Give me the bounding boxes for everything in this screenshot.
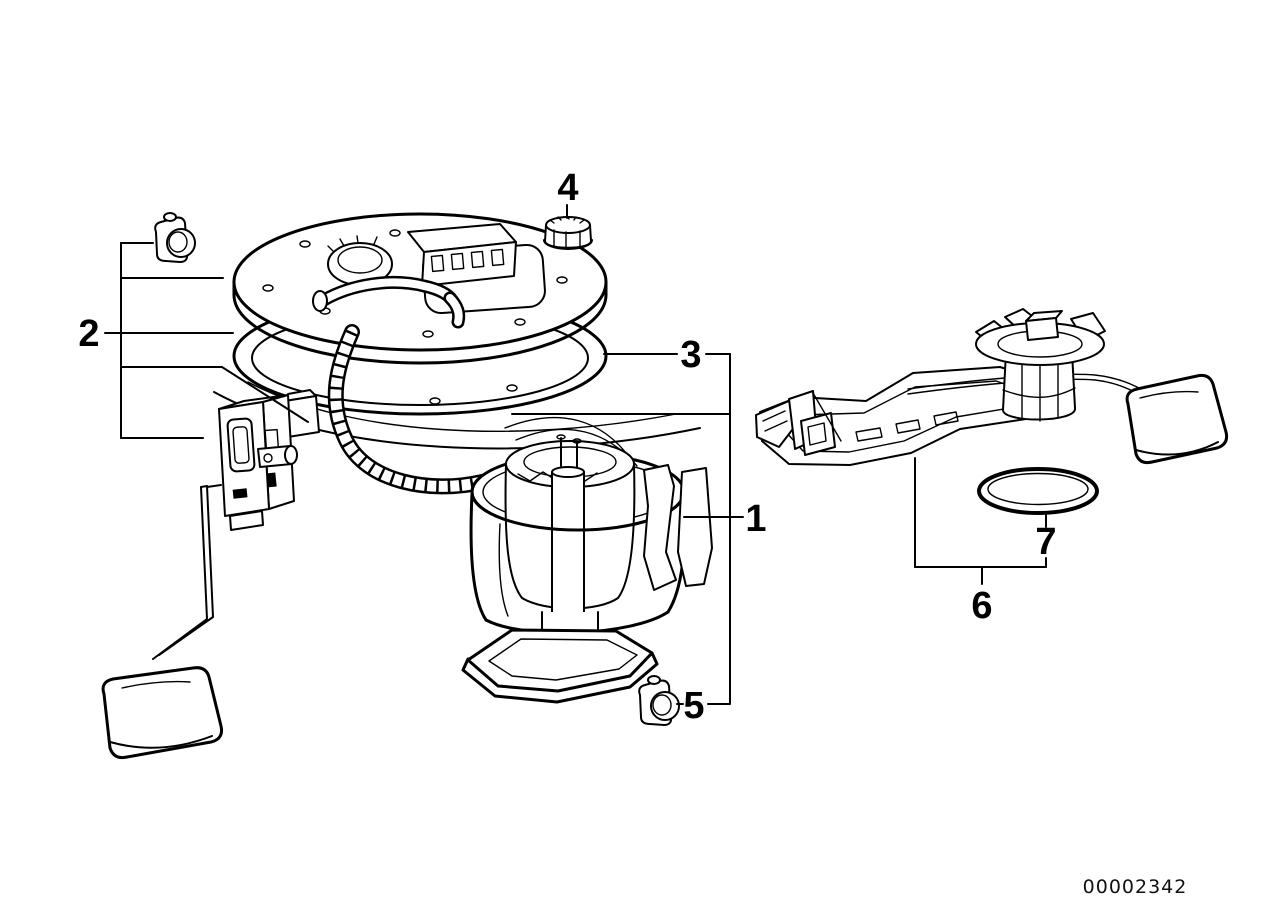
right-sender-assembly (755, 308, 1229, 466)
callout-4-label: 4 (557, 167, 578, 209)
hex-nut (543, 215, 593, 250)
o-ring (977, 467, 1099, 515)
fuel-pump-assembly (461, 416, 713, 704)
left-float (101, 666, 223, 760)
electrical-connector (407, 223, 517, 287)
right-float (1125, 373, 1229, 465)
sender-float-rod (152, 484, 222, 660)
callout-7: 7 (1035, 513, 1057, 568)
callout-6: 6 (914, 457, 1047, 627)
flange-plate (232, 212, 608, 405)
hose-clip (154, 212, 196, 263)
sender-pot (975, 308, 1106, 422)
left-level-sender (101, 389, 320, 760)
callout-5: 5 (676, 685, 731, 727)
callout-3-label: 3 (680, 334, 701, 376)
callout-2-label: 2 (78, 313, 99, 355)
pump-center-tube (551, 466, 585, 629)
callout-7-label: 7 (1035, 521, 1056, 563)
flange-handle-pipe (312, 275, 466, 329)
callout-5-label: 5 (683, 685, 704, 727)
callout-2: 2 (78, 242, 309, 439)
sender-body (218, 389, 320, 531)
pot-side-clips (643, 464, 713, 591)
pump-base-plate (461, 628, 659, 704)
drawing-number: 00002342 (1083, 876, 1188, 898)
frame-latch (755, 390, 842, 456)
callout-1-label: 1 (745, 498, 766, 540)
callout-3: 3 (603, 334, 731, 376)
sender-cap (327, 235, 393, 286)
callout-1: 1 (511, 353, 767, 704)
callout-6-label: 6 (971, 585, 992, 627)
callout-4: 4 (557, 167, 579, 219)
hose-clip-lower (638, 675, 680, 726)
